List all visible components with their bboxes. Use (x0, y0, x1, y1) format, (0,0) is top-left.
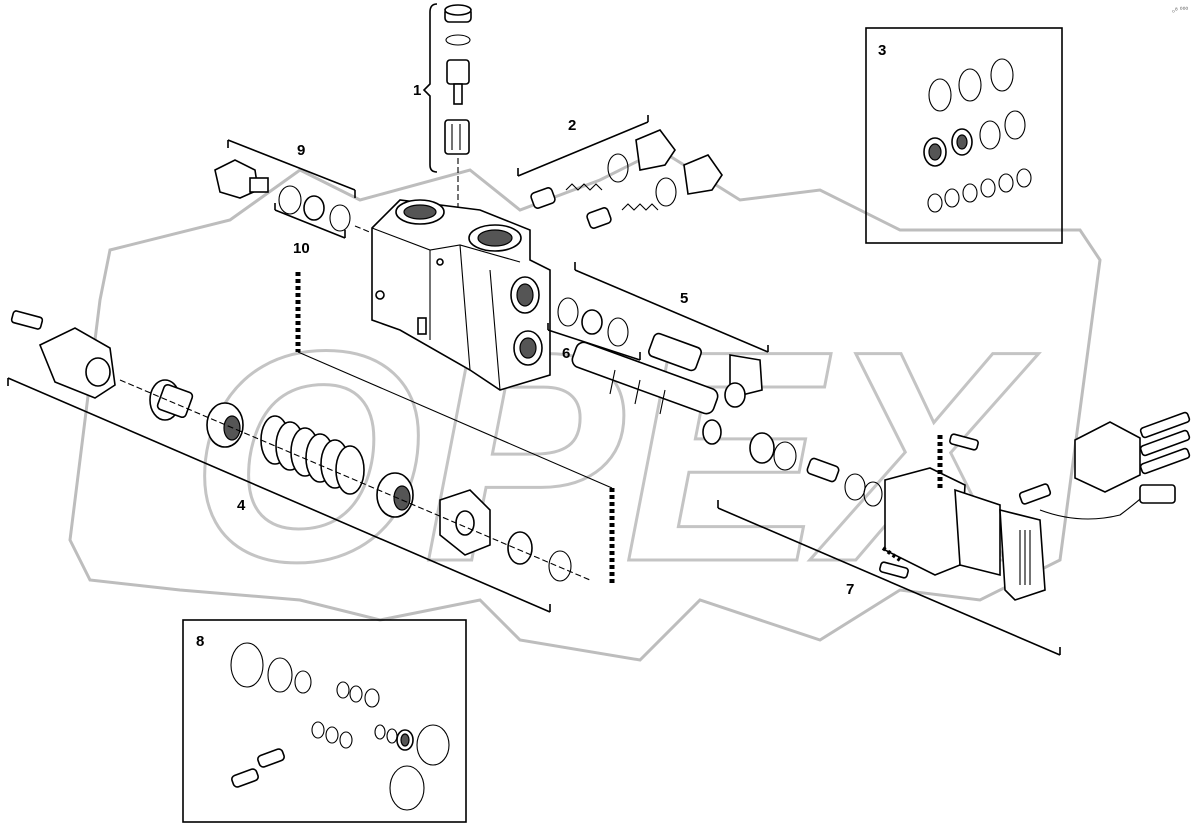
backup-ring-icon (507, 531, 533, 565)
callout-9: 9 (297, 142, 305, 159)
bracket-5 (574, 269, 769, 353)
plug-thread-icon (249, 177, 269, 193)
corner-mark: ₀⁸ ⁰⁰⁰ (1172, 6, 1188, 14)
callout-4: 4 (237, 497, 246, 514)
screw-icon (879, 561, 909, 579)
long-bolt-icon (1139, 447, 1191, 475)
callout-6: 6 (562, 345, 570, 362)
seal-kit-8-frame (182, 619, 467, 823)
valve-body (371, 199, 551, 391)
callout-5: 5 (680, 290, 688, 307)
seal-kit-3-frame (865, 27, 1063, 244)
callout-labels: 1 2 3 4 5 6 7 8 9 10 (196, 42, 886, 650)
wire-icon (1039, 489, 1151, 520)
part-group-7 (717, 411, 1191, 656)
spring-icon (565, 183, 603, 191)
seal-kit-8 (182, 619, 467, 823)
pin-icon (231, 768, 259, 788)
plug-cap-top-icon (444, 4, 472, 16)
seal-kit-3 (865, 27, 1063, 244)
valve-seat-icon (444, 119, 470, 155)
o-ring-icon (548, 550, 572, 582)
solenoid-coil-icon (999, 508, 1046, 601)
check-plug-icon (635, 129, 676, 171)
poppet-icon (586, 207, 612, 229)
check-plug-icon (683, 154, 723, 195)
screw-icon (949, 433, 979, 451)
bracket-4 (7, 377, 551, 613)
plug-connector-icon (1139, 484, 1176, 504)
callout-3: 3 (878, 42, 886, 59)
o-ring-icon (607, 153, 629, 183)
callout-2: 2 (568, 117, 576, 134)
coil-spring-icon (260, 415, 365, 495)
part-group-1 (422, 3, 472, 225)
o-ring-icon (655, 177, 677, 207)
part-group-5-6 (547, 262, 769, 445)
bracket-7 (717, 507, 1061, 656)
o-ring-icon (329, 204, 351, 232)
bracket-1 (422, 3, 438, 173)
check-valve-icon (446, 59, 470, 85)
callout-7: 7 (846, 581, 854, 598)
bracket-2 (517, 121, 649, 177)
body-slot-icon (417, 317, 427, 335)
callout-8: 8 (196, 633, 204, 650)
o-ring-icon (278, 185, 302, 215)
bracket-10 (274, 209, 346, 239)
plunger-icon (806, 457, 840, 483)
o-ring-icon (445, 34, 471, 46)
spool-icon (571, 341, 719, 415)
bolt-icon (10, 310, 44, 330)
clip-icon (724, 382, 746, 408)
stem-icon (453, 83, 463, 105)
part-group-9-10 (214, 139, 373, 239)
bracket-9 (227, 139, 356, 191)
callout-1: 1 (413, 82, 421, 99)
relief-valve-icon (648, 332, 702, 372)
long-bolt-icon (1139, 411, 1191, 439)
part-group-4 (7, 310, 591, 613)
spring-icon (621, 203, 659, 211)
long-bolt-icon (1139, 429, 1191, 457)
part-group-2 (517, 115, 723, 229)
backup-ring-icon (303, 195, 325, 221)
pin-icon (257, 748, 285, 768)
callout-10: 10 (293, 240, 310, 257)
poppet-icon (530, 187, 556, 209)
connector-block-icon (1074, 421, 1141, 493)
